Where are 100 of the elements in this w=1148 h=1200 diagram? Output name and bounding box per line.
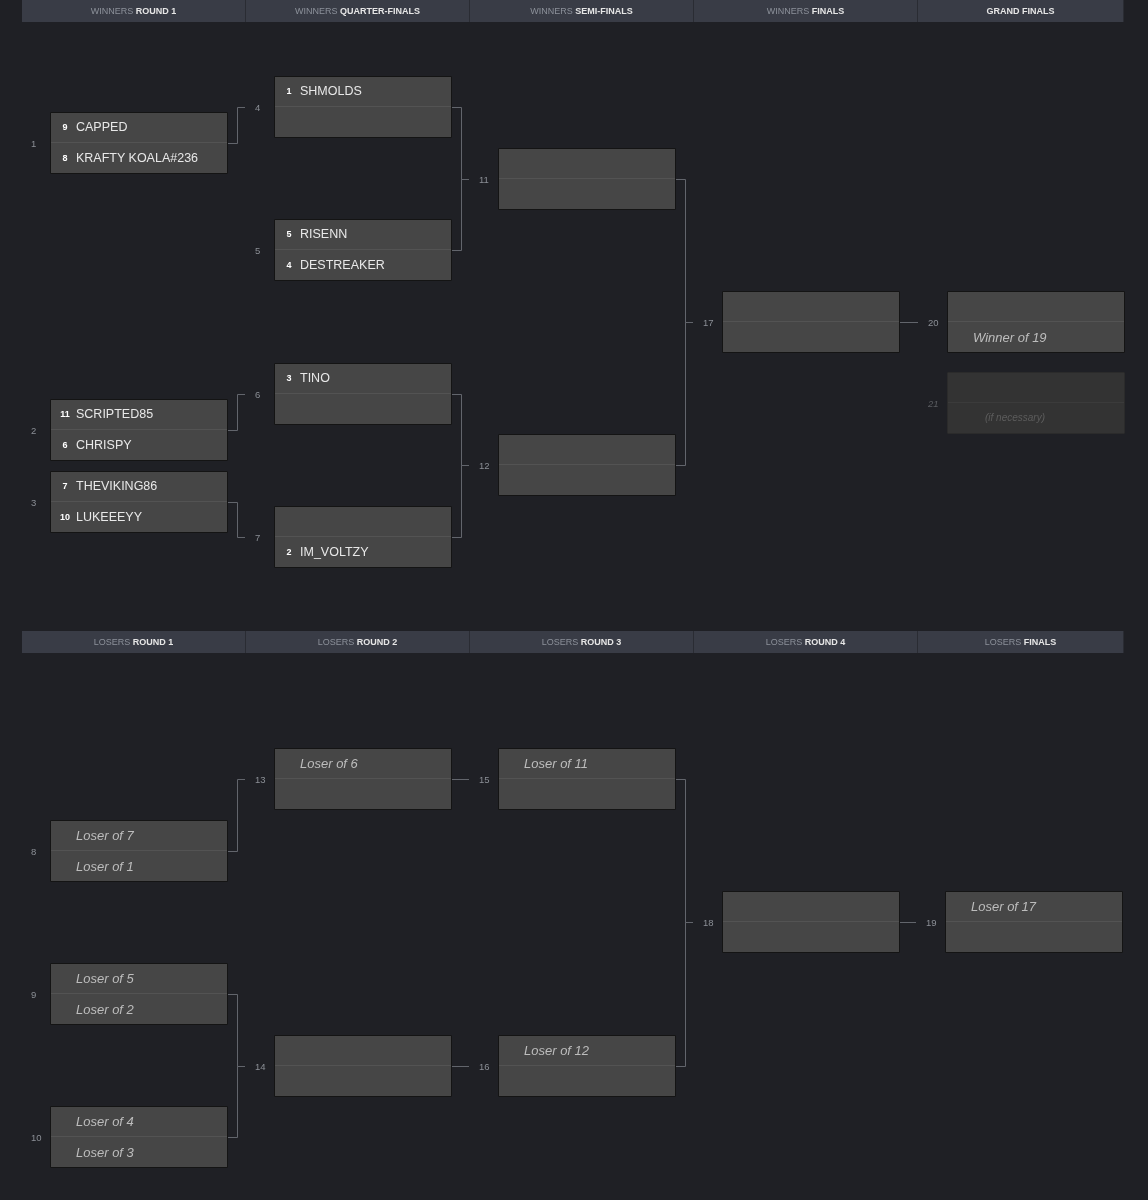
round-header: LOSERS ROUND 1 bbox=[22, 631, 246, 653]
match-box bbox=[274, 1035, 452, 1097]
match-slot bbox=[948, 322, 1124, 352]
match-slot bbox=[499, 149, 675, 179]
match-number: 8 bbox=[31, 847, 37, 857]
seed-number: 5 bbox=[285, 230, 293, 239]
player-name: CAPPED bbox=[76, 121, 128, 134]
match-slot bbox=[51, 821, 227, 851]
round-header: WINNERS ROUND 1 bbox=[22, 0, 246, 22]
placeholder-text: Loser of 6 bbox=[300, 757, 358, 770]
seed-number: 11 bbox=[59, 410, 71, 419]
match-box bbox=[274, 219, 452, 281]
placeholder-text: Loser of 17 bbox=[971, 900, 1037, 913]
match-number: 1 bbox=[31, 139, 37, 149]
match-box bbox=[50, 963, 228, 1025]
match-box bbox=[50, 112, 228, 174]
match-slot bbox=[275, 749, 451, 779]
match-slot bbox=[499, 779, 675, 809]
match-slot bbox=[723, 922, 899, 952]
seed-number: 2 bbox=[285, 547, 293, 557]
match-box bbox=[274, 363, 452, 425]
placeholder-text: Loser of 12 bbox=[524, 1044, 590, 1057]
match-slot bbox=[275, 1036, 451, 1066]
match-slot bbox=[499, 749, 675, 779]
match-number: 12 bbox=[479, 461, 490, 471]
connector-line bbox=[227, 502, 246, 538]
match-number: 4 bbox=[255, 103, 261, 113]
match-box bbox=[722, 291, 900, 353]
match-slot bbox=[499, 465, 675, 495]
match-slot bbox=[499, 1066, 675, 1096]
match-number: 11 bbox=[479, 175, 489, 185]
match-slot bbox=[275, 220, 451, 250]
connector-line bbox=[451, 779, 470, 780]
match-slot bbox=[51, 964, 227, 994]
match-slot bbox=[51, 400, 227, 430]
placeholder-text: Winner of 19 bbox=[973, 330, 1047, 344]
seed-number: 4 bbox=[285, 260, 293, 270]
match-slot bbox=[51, 430, 227, 460]
seed-number: 8 bbox=[61, 153, 69, 163]
match-number: 6 bbox=[255, 390, 261, 400]
round-header: WINNERS FINALS bbox=[694, 0, 918, 22]
match-slot bbox=[499, 1036, 675, 1066]
placeholder-text: Loser of 1 bbox=[76, 859, 134, 873]
round-header: WINNERS SEMI-FINALS bbox=[470, 0, 694, 22]
match-number: 10 bbox=[31, 1133, 42, 1143]
match-box bbox=[947, 291, 1125, 353]
match-number: 17 bbox=[703, 318, 714, 328]
match-slot bbox=[51, 1137, 227, 1167]
match-slot bbox=[499, 179, 675, 209]
match-slot bbox=[275, 364, 451, 394]
match-box bbox=[498, 1035, 676, 1097]
match-number: 7 bbox=[255, 533, 261, 543]
match-number: 9 bbox=[31, 990, 37, 1000]
match-slot bbox=[275, 394, 451, 424]
round-header: LOSERS ROUND 3 bbox=[470, 631, 694, 653]
match-box bbox=[274, 748, 452, 810]
match-slot bbox=[275, 507, 451, 537]
match-slot bbox=[946, 892, 1122, 922]
player-name: SHMOLDS bbox=[300, 85, 362, 98]
match-box bbox=[498, 748, 676, 810]
match-number: 3 bbox=[31, 498, 37, 508]
match-slot bbox=[723, 892, 899, 922]
player-name: SCRIPTED85 bbox=[76, 408, 154, 421]
connector-line bbox=[227, 779, 246, 852]
match-slot bbox=[51, 1107, 227, 1137]
seed-number: 10 bbox=[59, 512, 71, 522]
player-name: CHRISPY bbox=[76, 438, 132, 452]
match-slot bbox=[946, 922, 1122, 952]
match-box bbox=[947, 372, 1125, 434]
match-slot bbox=[275, 250, 451, 280]
match-number: 14 bbox=[255, 1062, 266, 1072]
match-box bbox=[722, 891, 900, 953]
connector-line bbox=[451, 465, 470, 538]
seed-number: 3 bbox=[285, 374, 293, 383]
seed-number: 1 bbox=[285, 87, 293, 96]
match-box bbox=[50, 1106, 228, 1168]
placeholder-text: Loser of 2 bbox=[76, 1002, 134, 1016]
match-box bbox=[50, 471, 228, 533]
match-slot bbox=[51, 502, 227, 532]
placeholder-text: Loser of 3 bbox=[76, 1145, 134, 1159]
round-header: WINNERS QUARTER-FINALS bbox=[246, 0, 470, 22]
match-slot bbox=[275, 779, 451, 809]
match-number: 18 bbox=[703, 918, 714, 928]
match-number: 16 bbox=[479, 1062, 490, 1072]
round-header: LOSERS ROUND 2 bbox=[246, 631, 470, 653]
match-slot bbox=[275, 107, 451, 137]
match-box bbox=[50, 399, 228, 461]
connector-line bbox=[227, 394, 246, 431]
round-header: LOSERS ROUND 4 bbox=[694, 631, 918, 653]
match-box bbox=[945, 891, 1123, 953]
placeholder-text: Loser of 5 bbox=[76, 972, 134, 985]
match-box bbox=[498, 148, 676, 210]
connector-line bbox=[675, 922, 694, 1067]
match-number: 15 bbox=[479, 775, 490, 785]
player-name: IM_VOLTZY bbox=[300, 545, 369, 559]
match-box bbox=[274, 506, 452, 568]
match-slot bbox=[499, 435, 675, 465]
connector-line bbox=[675, 322, 694, 466]
connector-line bbox=[227, 107, 246, 144]
match-number: 2 bbox=[31, 426, 37, 436]
